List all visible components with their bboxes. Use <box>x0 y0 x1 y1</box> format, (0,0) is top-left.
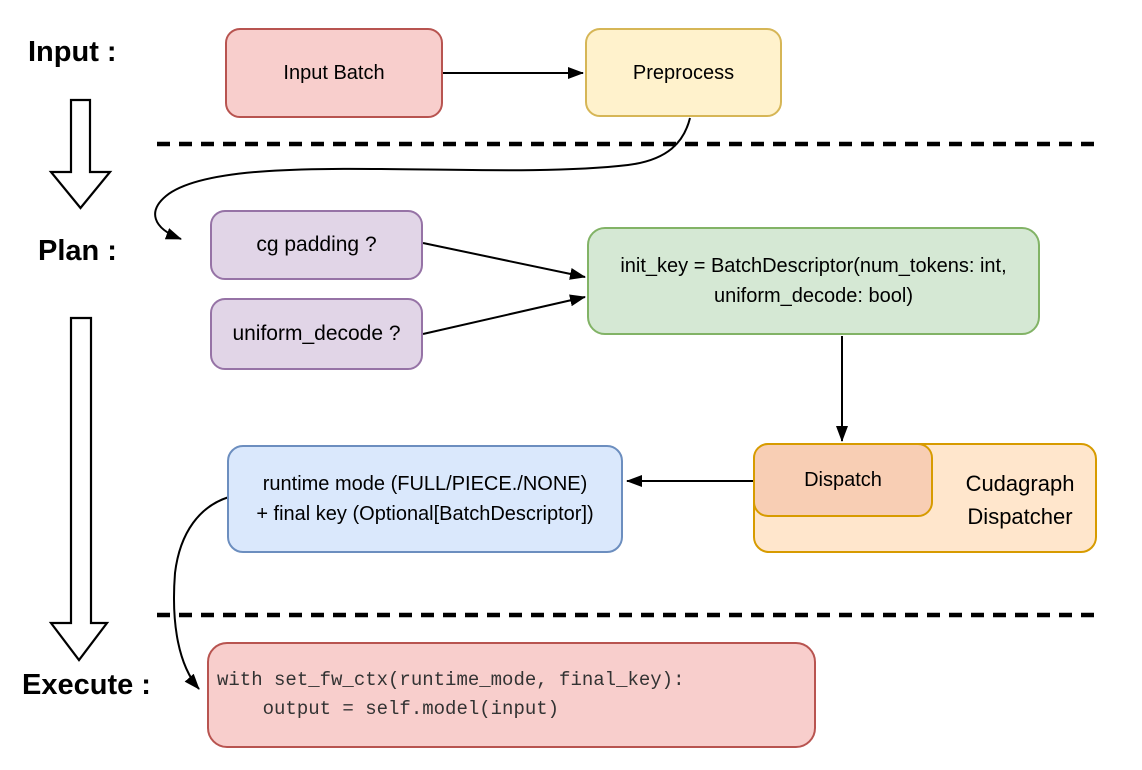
arrow-cgpadding-to-initkey <box>422 242 586 280</box>
node-preprocess-label: Preprocess <box>632 61 735 84</box>
stage-arrow-input-to-plan <box>48 98 113 210</box>
arrow-runtimemode-to-executecode <box>173 496 230 690</box>
node-runtime-result: runtime mode (FULL/PIECE./NONE) + final … <box>227 445 623 553</box>
stage-label-execute: Execute : <box>22 669 151 701</box>
arrow-preprocess-to-cgpadding <box>154 117 691 240</box>
node-uniform-decode: uniform_decode ? <box>210 298 423 370</box>
node-dispatch-label: Dispatch <box>804 469 882 491</box>
node-input-batch-label: Input Batch <box>283 62 385 84</box>
stage-label-input: Input : <box>28 36 117 68</box>
arrow-uniformdecode-to-initkey <box>422 294 586 335</box>
node-execute-code-line1: with set_fw_ctx(runtime_mode, final_key)… <box>217 669 685 691</box>
stage-arrow-plan-to-execute <box>48 316 110 662</box>
node-input-batch: Input Batch <box>225 28 443 118</box>
node-runtime-result-line2: + final key (Optional[BatchDescriptor]) <box>256 503 594 525</box>
node-init-key-label: init_key = BatchDescriptor(num_tokens: i… <box>620 255 1007 307</box>
node-execute-code: with set_fw_ctx(runtime_mode, final_key)… <box>207 642 816 748</box>
node-preprocess: Preprocess <box>585 28 782 117</box>
node-init-key: init_key = BatchDescriptor(num_tokens: i… <box>587 227 1040 335</box>
node-cg-padding: cg padding ? <box>210 210 423 280</box>
node-dispatch: Dispatch <box>753 443 933 517</box>
node-uniform-decode-label: uniform_decode ? <box>232 322 401 345</box>
node-cudagraph-dispatcher-label: Cudagraph Dispatcher <box>965 471 1075 529</box>
stage-label-plan: Plan : <box>38 235 117 267</box>
node-runtime-result-line1: runtime mode (FULL/PIECE./NONE) <box>262 473 588 495</box>
node-execute-code-line2: output = self.model(input) <box>217 698 560 720</box>
node-cg-padding-label: cg padding ? <box>256 233 377 256</box>
